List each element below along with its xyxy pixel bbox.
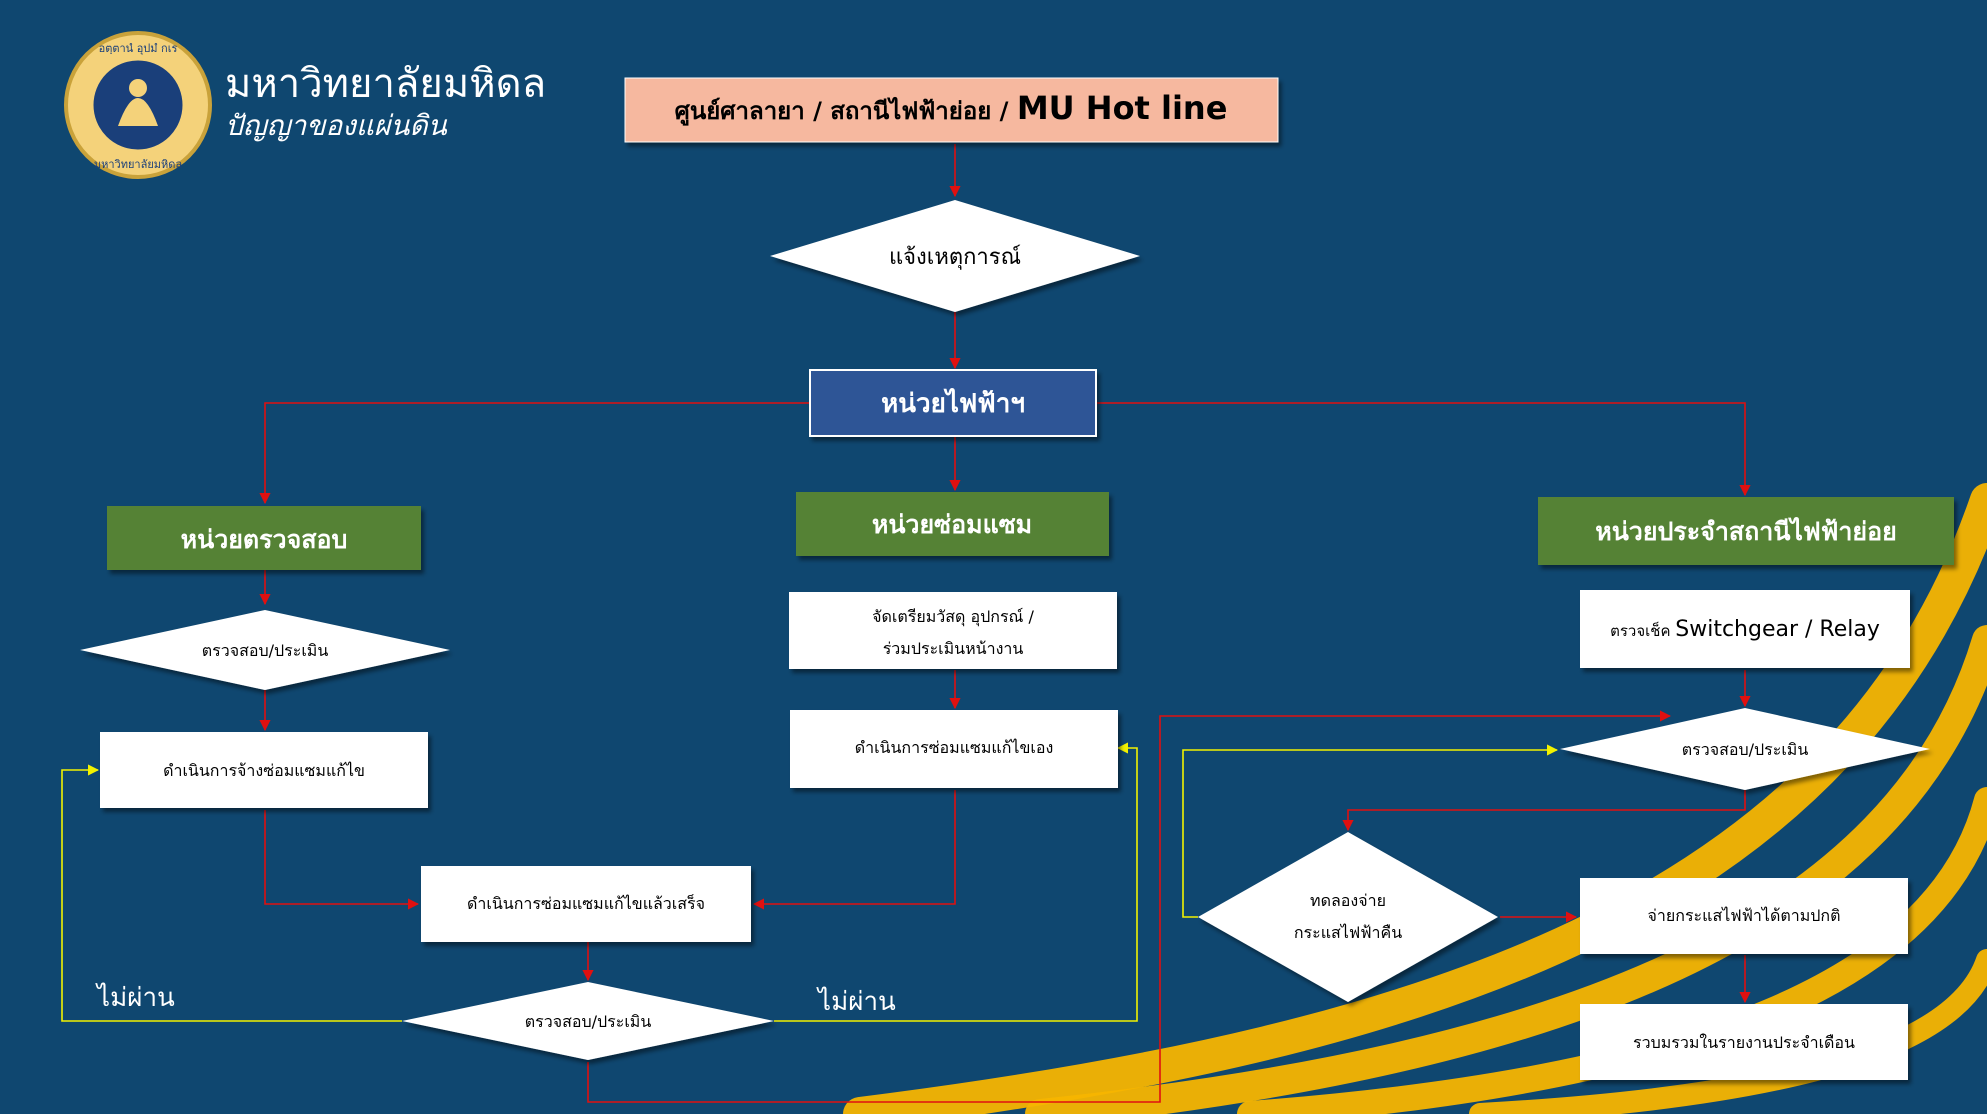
- inspect-assess-right-label: ตรวจสอบ/ประเมิน: [1682, 740, 1809, 759]
- test-supply-diamond: ทดลองจ่าย กระแสไฟฟ้าคืน: [1198, 832, 1498, 1002]
- report-label: แจ้งเหตุการณ์: [889, 245, 1021, 270]
- electric-unit-label: หน่วยไฟฟ้าฯ: [881, 387, 1025, 419]
- check-switchgear: Switchgear / Relay: [1675, 617, 1880, 642]
- inspect-assess-left-label: ตรวจสอบ/ประเมิน: [202, 641, 329, 660]
- fail-label-middle: ไม่ผ่าน: [816, 986, 896, 1017]
- test-supply-line1: ทดลองจ่าย: [1310, 891, 1386, 910]
- yellow-connectors: [61, 742, 1559, 1022]
- inspect-assess-diamond-bottom: ตรวจสอบ/ประเมิน: [402, 982, 774, 1060]
- substation-unit-label: หน่วยประจำสถานีไฟฟ้าย่อย: [1595, 516, 1897, 546]
- test-supply-line2: กระแสไฟฟ้าคืน: [1294, 923, 1402, 942]
- self-repair-box: ดำเนินการซ่อมแซมแก้ไขเอง: [790, 710, 1118, 788]
- inspect-assess-diamond-left: ตรวจสอบ/ประเมิน: [80, 610, 450, 690]
- inspect-assess-bottom-label: ตรวจสอบ/ประเมิน: [525, 1012, 652, 1031]
- university-name: มหาวิทยาลัยมหิดล: [225, 61, 546, 107]
- source-hotline: MU Hot line: [1017, 89, 1228, 127]
- hire-repair-box: ดำเนินการจ้างซ่อมแซมแก้ไข: [100, 732, 428, 808]
- hire-repair-label: ดำเนินการจ้างซ่อมแซมแก้ไข: [163, 761, 365, 780]
- svg-text:ศูนย์ศาลายา / สถานีไฟฟ้าย่อย /: ศูนย์ศาลายา / สถานีไฟฟ้าย่อย / MU Hot li…: [675, 89, 1228, 127]
- red-connectors: [259, 144, 1751, 1103]
- report-diamond: แจ้งเหตุการณ์: [770, 200, 1140, 312]
- prepare-label-line1: จัดเตรียมวัสดุ อุปกรณ์ /: [872, 607, 1034, 627]
- monthly-report-label: รวบมรวมในรายงานประจำเดือน: [1633, 1033, 1855, 1052]
- repair-done-label: ดำเนินการซ่อมแซมแก้ไขแล้วเสร็จ: [467, 893, 705, 913]
- seal-text-bottom: มหาวิทยาลัยมหิดล: [94, 158, 182, 171]
- source-box: ศูนย์ศาลายา / สถานีไฟฟ้าย่อย / MU Hot li…: [624, 77, 1279, 143]
- university-motto: ปัญญาของแผ่นดิน: [225, 109, 448, 142]
- repair-unit-label: หน่วยซ่อมแซม: [872, 510, 1032, 539]
- prepare-materials-box: จัดเตรียมวัสดุ อุปกรณ์ / ร่วมประเมินหน้า…: [789, 592, 1117, 669]
- switchgear-check-box: ตรวจเช็ค Switchgear / Relay: [1580, 590, 1910, 668]
- svg-text:ตรวจเช็ค Switchgear / Relay: ตรวจเช็ค Switchgear / Relay: [1610, 617, 1880, 642]
- substation-unit-box: หน่วยประจำสถานีไฟฟ้าย่อย: [1538, 497, 1954, 565]
- university-logo: อตฺตานํ อุปมํ กเร มหาวิทยาลัยมหิดล มหาวิ…: [64, 31, 546, 179]
- fail-label-left: ไม่ผ่าน: [95, 982, 175, 1013]
- monthly-report-box: รวบมรวมในรายงานประจำเดือน: [1580, 1004, 1908, 1080]
- repair-done-box: ดำเนินการซ่อมแซมแก้ไขแล้วเสร็จ: [421, 866, 751, 942]
- prepare-label-line2: ร่วมประเมินหน้างาน: [883, 639, 1024, 658]
- repair-unit-box: หน่วยซ่อมแซม: [796, 492, 1109, 556]
- inspection-unit-box: หน่วยตรวจสอบ: [107, 506, 421, 570]
- source-label: ศูนย์ศาลายา / สถานีไฟฟ้าย่อย /: [675, 96, 1017, 126]
- electric-unit-box: หน่วยไฟฟ้าฯ: [809, 369, 1097, 437]
- seal-text-top: อตฺตานํ อุปมํ กเร: [99, 42, 178, 55]
- inspect-assess-diamond-right: ตรวจสอบ/ประเมิน: [1560, 708, 1930, 790]
- inspection-unit-label: หน่วยตรวจสอบ: [181, 525, 348, 554]
- supply-normal-box: จ่ายกระแสไฟฟ้าได้ตามปกติ: [1580, 878, 1908, 954]
- check-prefix: ตรวจเช็ค: [1610, 621, 1675, 640]
- self-repair-label: ดำเนินการซ่อมแซมแก้ไขเอง: [855, 738, 1054, 757]
- supply-normal-label: จ่ายกระแสไฟฟ้าได้ตามปกติ: [1648, 906, 1841, 925]
